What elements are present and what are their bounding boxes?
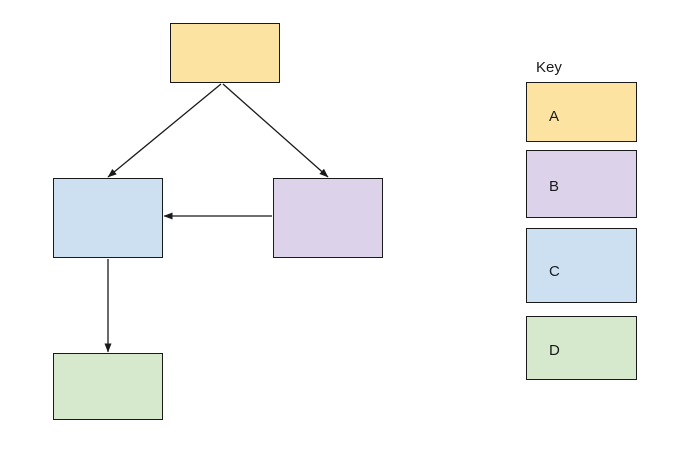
edge-a-to-b <box>222 83 329 178</box>
key-item-label: D <box>549 342 560 359</box>
diagram-node-b[interactable] <box>273 178 383 258</box>
diagram-node-d[interactable] <box>53 353 163 420</box>
diagram-node-c[interactable] <box>53 178 163 258</box>
key-item-b[interactable]: B <box>526 150 637 218</box>
edge-a-to-c <box>107 83 222 178</box>
key-title: Key <box>536 59 562 76</box>
key-item-c[interactable]: C <box>526 228 637 303</box>
key-item-d[interactable]: D <box>526 316 637 380</box>
key-item-label: A <box>549 108 560 125</box>
key-item-label: B <box>549 178 560 195</box>
diagram-node-a[interactable] <box>170 23 280 83</box>
key-item-a[interactable]: A <box>526 82 637 142</box>
key-item-label: C <box>549 263 560 280</box>
